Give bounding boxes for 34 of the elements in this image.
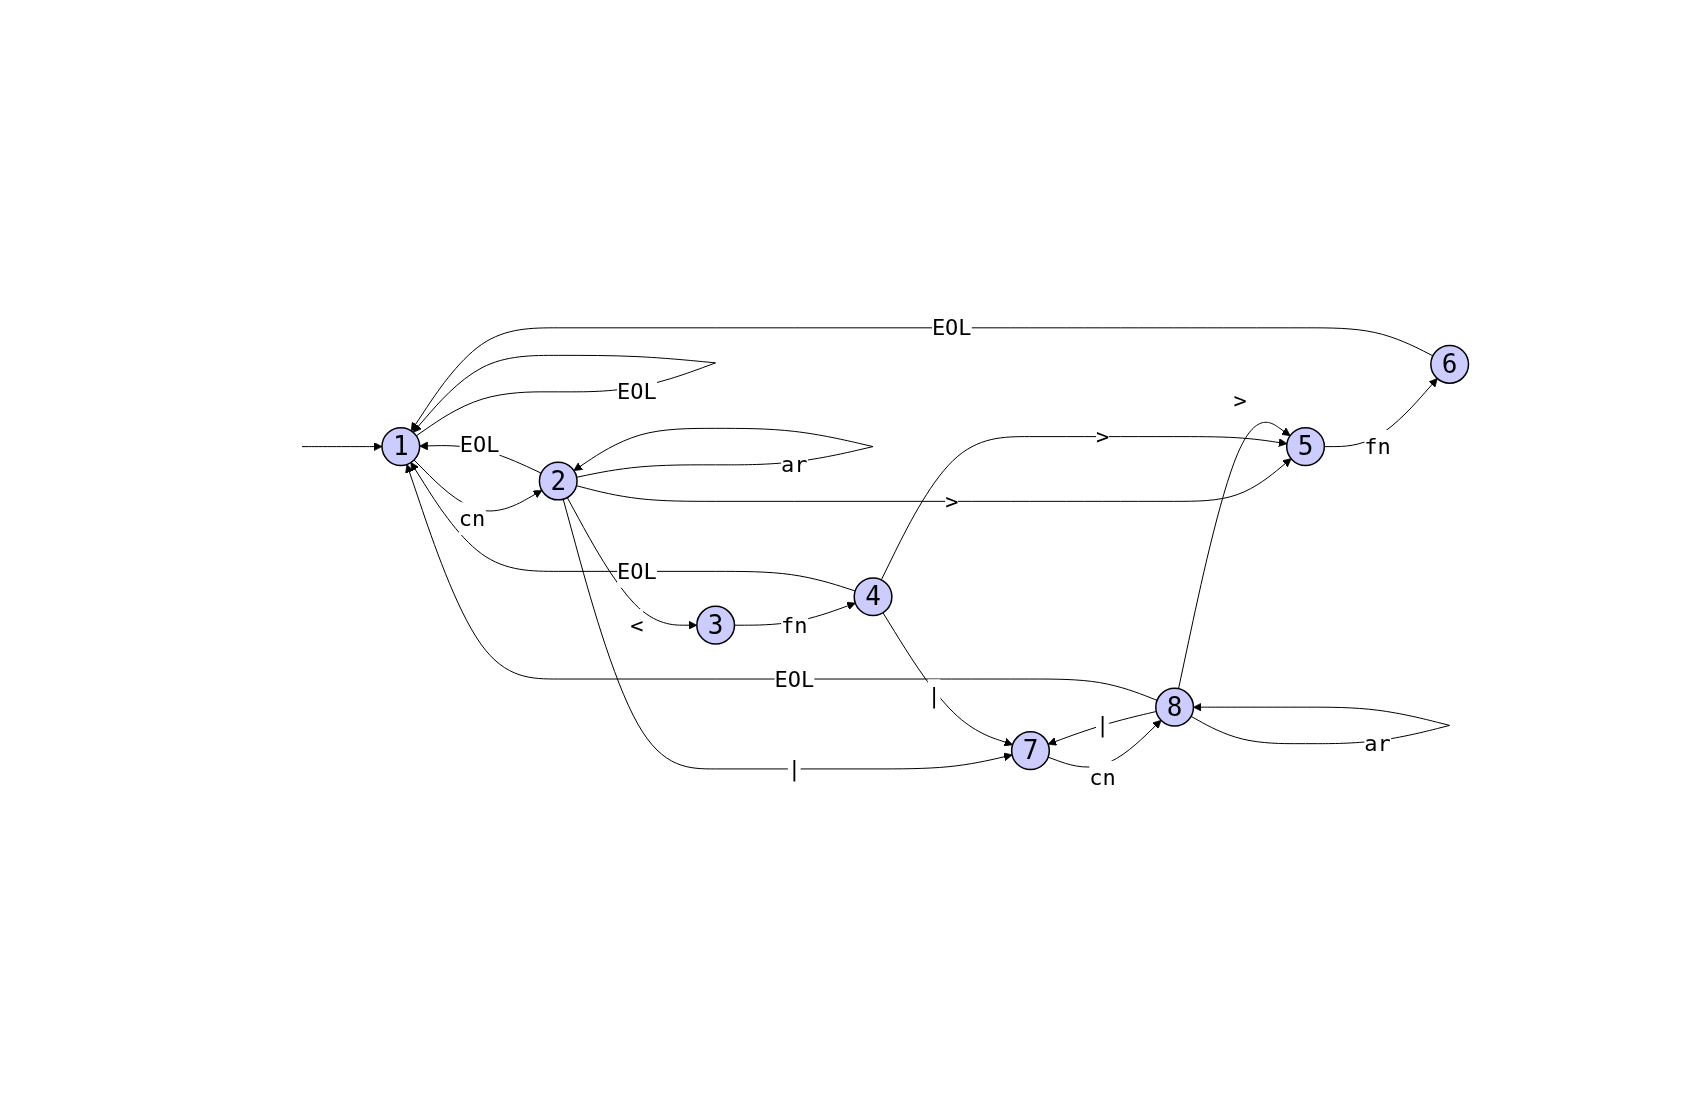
edge-label: EOL [459,432,500,458]
node-circle: 1 [381,427,421,467]
edge-label: > [1233,387,1247,413]
edge-label: EOL [617,558,658,584]
node-circle: 3 [696,605,736,645]
edge-label: | [787,756,802,782]
edge-label: | [927,683,942,709]
edge-label: EOL [932,315,972,341]
edge-label: > [945,488,959,514]
node-circle: 4 [853,577,893,617]
edge-label: cn [459,506,486,532]
edge-label: cn [1089,764,1117,790]
node-circle: 7 [1011,731,1051,771]
arrow [881,436,1288,581]
arrow [882,612,1014,747]
arrow [301,442,383,451]
node-circle: 5 [1286,427,1326,467]
edge-label: | [1096,711,1110,737]
arrow [562,498,1013,770]
edge-label: < [630,612,644,638]
edge-label: > [1096,424,1110,450]
arrow [411,327,1434,432]
edge-label: EOL [774,666,815,692]
edge-label: EOL [617,379,658,405]
node-circle: 6 [1430,344,1470,384]
edge-label: ar [781,452,808,478]
edge-label: fn [1364,434,1392,460]
arrow [576,458,1292,502]
node-circle: 2 [538,461,579,501]
edge-label: fn [781,612,808,638]
edge-label: ar [1364,731,1392,757]
arrow [1178,421,1291,690]
node-circle: 8 [1155,687,1195,727]
arrow [567,497,698,630]
